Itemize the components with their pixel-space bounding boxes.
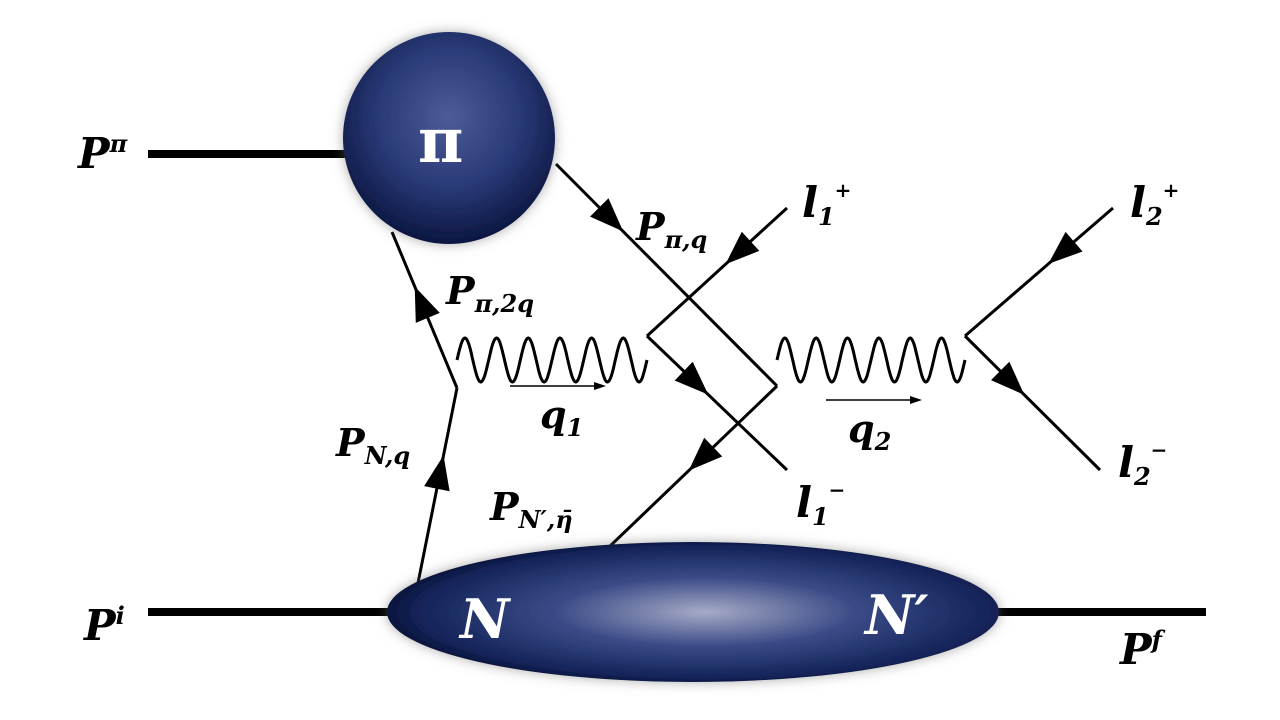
arrow-l1-plus <box>725 231 760 265</box>
p-pi-q-label: Pπ,q <box>636 204 708 254</box>
q1-arrow-head <box>594 382 606 390</box>
l2-minus-line <box>963 334 1102 472</box>
arrow-l1-minus <box>674 361 709 395</box>
nucleon-blob-label: N <box>460 587 510 651</box>
p-pi-2q-label: Pπ,2q <box>446 268 534 318</box>
arrow-n-q <box>424 455 450 492</box>
l1-plus-label: l1+ <box>802 178 852 231</box>
q2-arrow-head <box>910 396 922 404</box>
fermion-arrowheads <box>414 198 1083 492</box>
q1-label: q1 <box>540 392 584 442</box>
l1-minus-line <box>645 334 789 472</box>
nucleon-blob <box>387 542 999 682</box>
l2-minus-label: l2− <box>1118 438 1168 491</box>
n-q-line <box>413 387 459 599</box>
p-n-q-label: PN,q <box>336 420 411 470</box>
arrow-pi-2q <box>414 286 440 323</box>
photon-q1-wavy-line <box>455 336 649 384</box>
q2-label: q2 <box>848 406 892 456</box>
arrow-l2-plus <box>1048 231 1083 264</box>
l1-minus-label: l1− <box>796 478 846 531</box>
p-nprime-eta-label: PN′,η̄ <box>490 484 573 534</box>
l2-plus-line <box>964 206 1114 338</box>
l1-plus-line <box>645 206 789 338</box>
arrow-l2-minus <box>991 361 1025 395</box>
l2-plus-label: l2+ <box>1130 178 1180 231</box>
photon-q2-wavy-line <box>775 336 967 384</box>
pion-blob-label: π <box>418 104 464 177</box>
pion-blob <box>343 32 555 244</box>
arrow-pi-q <box>590 198 624 232</box>
final-momentum-label: Pf <box>1120 625 1162 674</box>
initial-momentum-label: Pi <box>84 601 125 650</box>
pion-momentum-label: Pπ <box>78 129 128 178</box>
arrow-nprime-eta <box>688 437 723 471</box>
nucleon-prime-blob-label: N′ <box>865 583 929 647</box>
pi-q-line <box>554 162 779 388</box>
